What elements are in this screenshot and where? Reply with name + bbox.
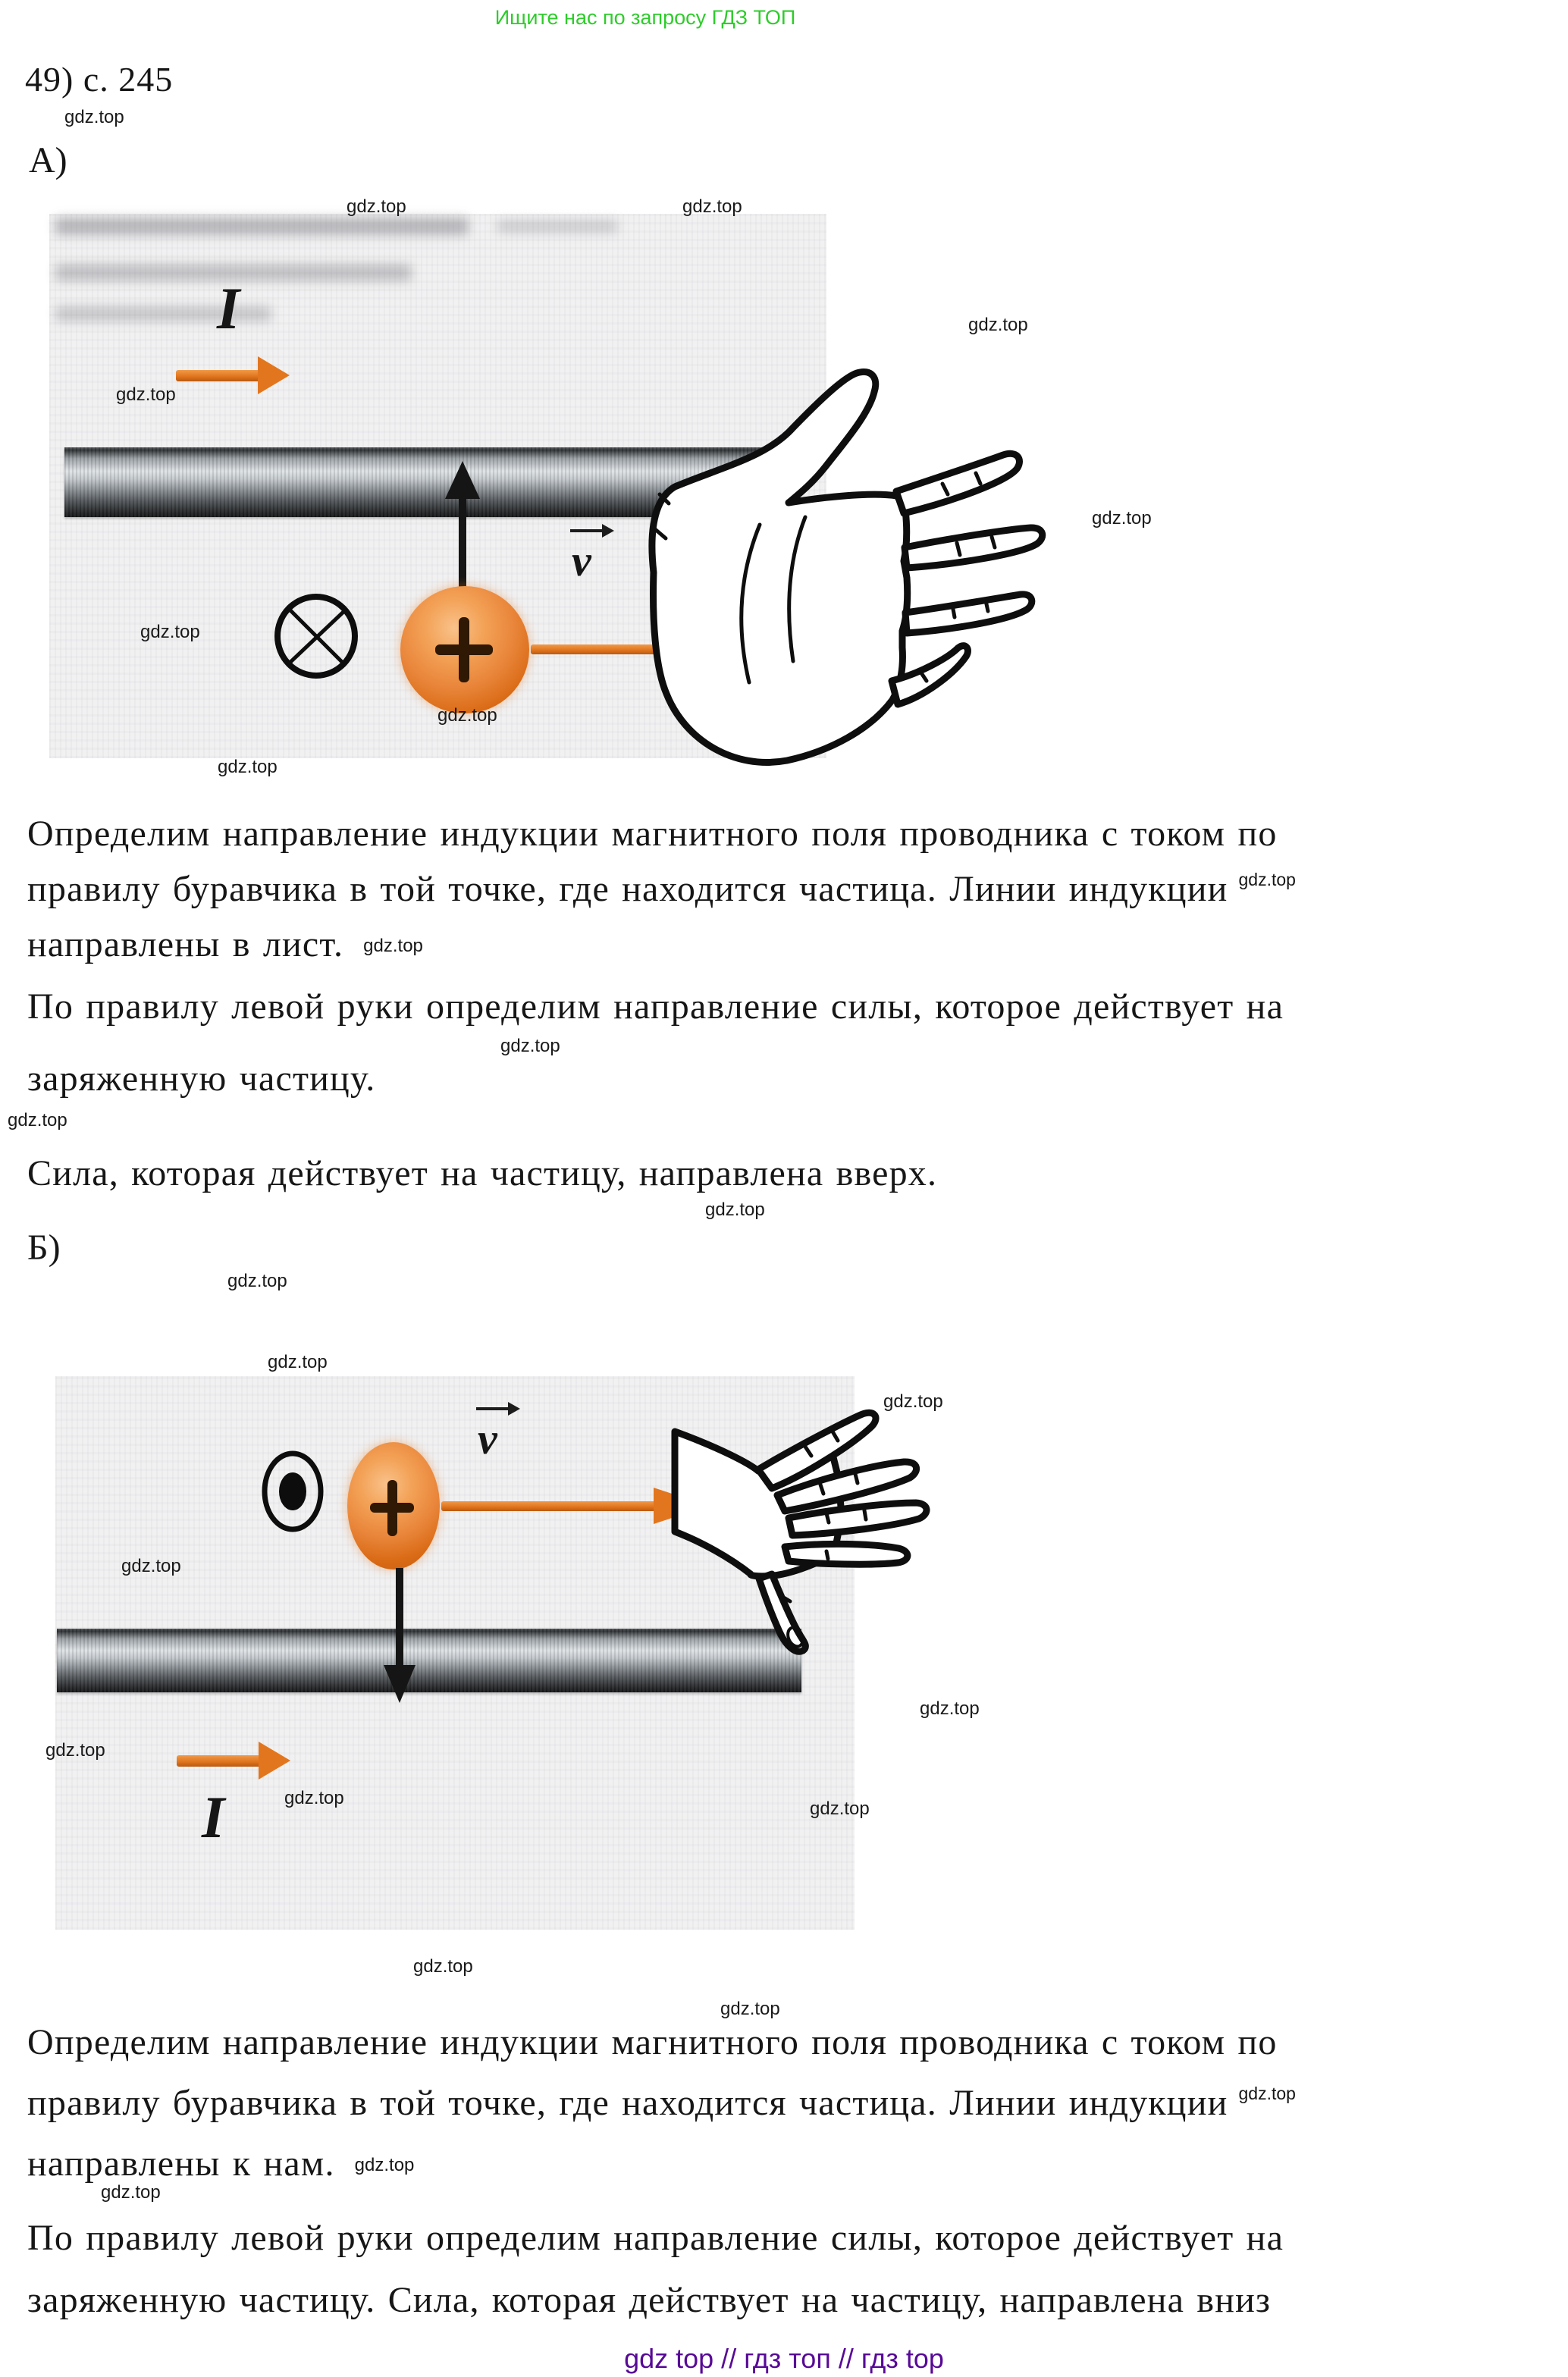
paragraph-line: направлены в лист.gdz.top: [27, 924, 423, 964]
watermark: gdz.top: [1238, 870, 1296, 889]
watermark: gdz.top: [363, 936, 423, 956]
watermark: gdz.top: [720, 1999, 780, 2019]
particle-b-plus-v: [387, 1480, 397, 1536]
particle-a-plus-v: [459, 617, 469, 682]
watermark: gdz.top: [121, 1556, 181, 1576]
watermark: gdz.top: [284, 1788, 344, 1808]
watermark: gdz.top: [8, 1110, 67, 1130]
wire-b: [57, 1629, 801, 1692]
paragraph: Определим направление индукции магнитног…: [27, 2021, 1296, 2203]
paragraph-line: Сила, которая действует на частицу, напр…: [27, 1153, 938, 1193]
current-label-b: I: [202, 1784, 225, 1850]
field-out-of-page-icon: [262, 1450, 324, 1532]
paragraph: Сила, которая действует на частицу, напр…: [27, 1152, 937, 1213]
watermark: gdz.top: [1092, 508, 1152, 528]
watermark: gdz.top: [64, 107, 124, 127]
watermark: gdz.top: [920, 1698, 980, 1719]
task-number: 49) с. 245: [25, 60, 174, 99]
paragraph: По правилу левой руки определим направле…: [27, 2217, 1284, 2341]
paragraph-line: заряженную частицу. Сила, которая действ…: [27, 2280, 1272, 2320]
field-into-page-icon: [274, 594, 358, 679]
watermark: gdz.top: [413, 1956, 473, 1977]
force-arrow-b-head: [384, 1665, 416, 1703]
watermark: gdz.top: [268, 1352, 328, 1372]
force-arrow-a: [459, 494, 466, 593]
watermark: gdz.top: [810, 1798, 870, 1819]
paragraph-line: По правилу левой руки определим направле…: [27, 2218, 1284, 2258]
watermark: gdz.top: [354, 2155, 415, 2175]
paragraph-line: Определим направление индукции магнитног…: [27, 2022, 1278, 2062]
watermark: gdz.top: [500, 1036, 560, 1056]
paragraph: По правилу левой руки определим направле…: [27, 986, 1284, 1130]
section-b-label: Б): [27, 1228, 61, 1268]
watermark: gdz.top: [437, 705, 497, 726]
current-label-a: I: [217, 275, 240, 341]
watermark: gdz.top: [883, 1391, 943, 1412]
force-arrow-b: [396, 1568, 403, 1667]
paragraph-line: правилу буравчика в той точке, где наход…: [27, 869, 1296, 909]
watermark: gdz.top: [705, 1199, 765, 1220]
current-arrow-b: [177, 1742, 290, 1780]
right-hand-illustration: [671, 1409, 930, 1655]
watermark: gdz.top: [140, 622, 200, 642]
watermark: gdz.top: [45, 1740, 105, 1761]
watermark: gdz.top: [682, 196, 742, 217]
watermark: gdz.top: [116, 384, 176, 405]
watermark: gdz.top: [101, 2182, 161, 2203]
paragraph-line: Определим направление индукции магнитног…: [27, 814, 1278, 854]
paragraph-line: направлены к нам.gdz.top: [27, 2143, 415, 2184]
watermark: gdz.top: [968, 315, 1028, 335]
left-hand-illustration: [648, 368, 1046, 766]
watermark: gdz.top: [227, 1271, 287, 1291]
site-header-text: Ищите нас по запросу ГДЗ ТОП: [494, 6, 796, 29]
watermark: gdz.top: [1238, 2084, 1296, 2103]
paragraph-line: правилу буравчика в той точке, где наход…: [27, 2083, 1296, 2123]
watermark: gdz.top: [347, 196, 406, 217]
watermark: gdz.top: [218, 757, 278, 777]
paragraph: Определим направление индукции магнитног…: [27, 813, 1296, 979]
footer-links: gdz top // гдз топ // гдз top: [624, 2343, 944, 2374]
paragraph-line: По правилу левой руки определим направле…: [27, 986, 1284, 1027]
section-a-label: А): [29, 140, 67, 180]
paragraph-line: заряженную частицу.: [27, 1058, 376, 1099]
current-arrow-a: [176, 356, 290, 394]
force-arrow-a-head: [445, 461, 480, 499]
